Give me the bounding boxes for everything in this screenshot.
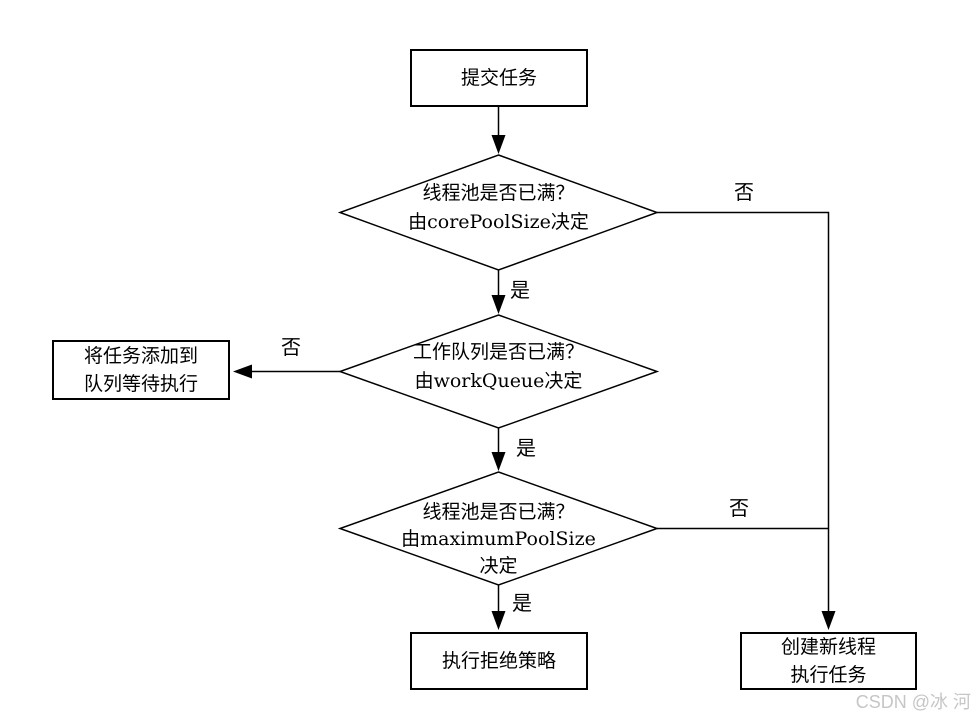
decision-core-pool-line1: 线程池是否已满？ (422, 182, 575, 204)
node-create-thread-line2: 执行任务 (790, 664, 867, 686)
arrowhead-into-d3 (491, 452, 506, 471)
csdn-watermark: CSDN @冰 河 (855, 692, 971, 712)
node-add-to-queue-line1: 将任务添加到 (83, 345, 198, 367)
decision-maximum-pool-line3: 决定 (479, 555, 518, 577)
edge-d1-no-to-create-thread (657, 211, 830, 613)
edge-label-work-queue-yes: 是 (516, 436, 536, 460)
decision-maximum-pool-line2: 由maximumPoolSize (401, 528, 596, 550)
decision-core-pool-label: 线程池是否已满？ 由corePoolSize决定 (350, 179, 647, 237)
edge-label-core-pool-yes: 是 (510, 278, 530, 302)
edge-label-work-queue-no: 否 (281, 335, 301, 359)
node-submit-task: 提交任务 (410, 49, 588, 107)
edge-label-maximum-pool-no: 否 (729, 496, 749, 520)
decision-work-queue-shape (337, 314, 660, 429)
decision-work-queue-line1: 工作队列是否已满？ (412, 341, 584, 363)
arrowhead-into-reject (491, 611, 506, 630)
decision-maximum-pool-shape (337, 471, 660, 586)
node-add-to-queue-line2: 队列等待执行 (83, 373, 198, 395)
node-reject-policy-label: 执行拒绝策略 (441, 650, 556, 672)
decision-core-pool-line2: 由corePoolSize决定 (408, 211, 589, 233)
node-add-to-queue: 将任务添加到 队列等待执行 (52, 340, 230, 400)
node-create-thread: 创建新线程 执行任务 (740, 632, 917, 690)
arrowhead-into-queue (233, 364, 252, 379)
decision-work-queue-label: 工作队列是否已满？ 由workQueue决定 (350, 338, 647, 396)
decision-maximum-pool-line1: 线程池是否已满？ (422, 501, 575, 523)
arrowhead-into-d2 (491, 295, 506, 314)
decision-maximum-pool-label: 线程池是否已满？ 由maximumPoolSize 决定 (350, 499, 647, 580)
decision-work-queue-line2: 由workQueue决定 (414, 370, 583, 392)
decision-core-pool-shape (337, 154, 660, 271)
arrowhead-into-d1 (491, 135, 506, 154)
edge-label-core-pool-no: 否 (734, 180, 754, 204)
node-submit-task-label: 提交任务 (460, 67, 537, 89)
edge-label-maximum-pool-yes: 是 (512, 591, 532, 615)
node-create-thread-line1: 创建新线程 (780, 636, 876, 658)
node-reject-policy: 执行拒绝策略 (410, 632, 588, 690)
arrowhead-into-create-thread (821, 611, 836, 630)
